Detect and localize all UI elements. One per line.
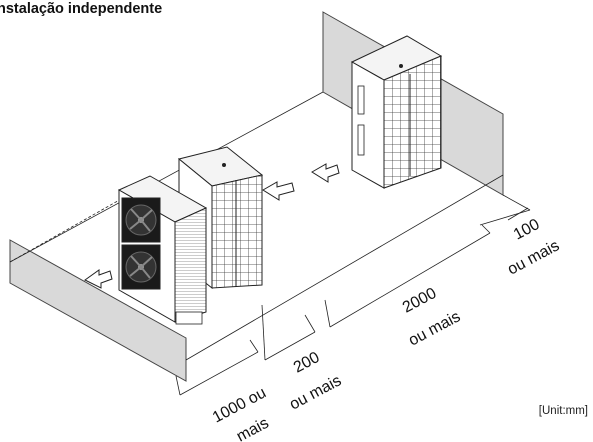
outdoor-unit-front <box>117 175 208 325</box>
unit-label: [Unit:mm] <box>538 405 588 417</box>
airflow-arrow-icon <box>84 163 340 289</box>
dim-2000: 2000 ou mais <box>400 285 463 350</box>
dim-1000-suffix: mais <box>234 415 272 442</box>
dim-2000-value: 2000 <box>400 285 439 317</box>
floor-outline <box>9 91 504 361</box>
dim-100-suffix: ou mais <box>505 237 562 278</box>
dim-100: 100 ou mais <box>505 216 562 279</box>
front-wall <box>9 239 187 382</box>
dim-200: 200 ou mais <box>287 349 344 414</box>
diagram-title: nstalação independente <box>0 1 163 17</box>
dim-2000-suffix: ou mais <box>406 308 463 349</box>
dimension-lines <box>175 194 531 396</box>
dim-200-value: 200 <box>291 349 323 377</box>
dim-100-value: 100 <box>511 216 543 244</box>
outdoor-unit-rear <box>350 35 443 189</box>
dim-200-suffix: ou mais <box>287 372 344 413</box>
dim-1000: 1000 ou mais <box>210 384 272 442</box>
